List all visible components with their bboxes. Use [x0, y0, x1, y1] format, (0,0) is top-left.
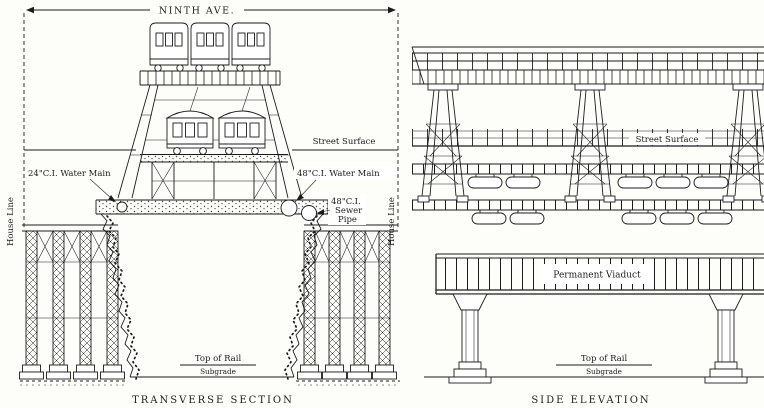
trolley-deck [140, 154, 288, 200]
viaduct-column [448, 293, 492, 384]
lattice-column [322, 230, 347, 380]
house-line-left-label: House Line [6, 197, 16, 246]
suspended-pipe [471, 209, 507, 225]
rail-grade-labels-right: Top of Rail Subgrade [556, 354, 652, 376]
suspended-pipe [655, 173, 691, 189]
water-main-24-pipe [116, 201, 128, 213]
top-of-rail-label-right: Top of Rail [581, 354, 628, 364]
train-car [149, 22, 189, 72]
suspended-pipe [509, 209, 545, 225]
sewer-pipe-label-2: Sewer [335, 206, 363, 216]
lattice-column [46, 230, 71, 380]
trolley-pole [189, 86, 251, 112]
trolley-car [166, 110, 214, 155]
viaduct-column [704, 293, 748, 384]
permanent-viaduct-label: Permanent Viaduct [553, 271, 641, 281]
leader-arrow [108, 195, 116, 202]
elevated-railing [412, 53, 764, 70]
sewer-pipe-label-1: 48"C.I. [331, 197, 361, 207]
transverse-section: NINTH AVE. House Line House Line [6, 6, 400, 406]
suspended-pipe [621, 209, 657, 225]
lattice-column [73, 230, 98, 380]
elevated-train-cars [149, 22, 271, 72]
street-surface-label-left: Street Surface [313, 137, 376, 147]
suspended-pipe [693, 173, 729, 189]
ground-hatching [20, 380, 400, 386]
elevated-track-structure [139, 70, 281, 86]
trolley-car [218, 110, 266, 155]
rail-grade-labels-left: Top of Rail Subgrade [130, 354, 294, 378]
lattice-column [372, 230, 397, 380]
house-line-left: House Line [6, 13, 25, 246]
house-line-right-label: House Line [387, 197, 397, 246]
ninth-ave-dimension: NINTH AVE. [26, 6, 396, 17]
suspended-pipe [467, 173, 503, 189]
suspended-pipe [617, 173, 653, 189]
permanent-viaduct-girder: Permanent Viaduct [435, 253, 764, 295]
sewer-pipe-label-3: Pipe [338, 215, 357, 225]
lattice-column [347, 230, 372, 380]
train-car [190, 22, 230, 72]
street-trolley-cars [166, 86, 266, 155]
street-surface-side: Street Surface [629, 133, 705, 145]
street-surface-transverse: Street Surface [24, 137, 398, 151]
leader-arrow [317, 209, 324, 215]
suspended-pipe [505, 173, 541, 189]
subgrade-label-right: Subgrade [586, 367, 622, 376]
lattice-column [19, 230, 44, 380]
left-underpinning-bents [19, 224, 125, 380]
elevated-deck [411, 46, 764, 85]
right-underpinning-bents [297, 224, 398, 380]
street-fence [412, 129, 764, 147]
leader-arrow [296, 194, 304, 201]
train-car [231, 22, 271, 72]
house-line-right: House Line [387, 13, 399, 246]
suspended-pipe [659, 209, 695, 225]
side-elevation-caption: SIDE ELEVATION [531, 395, 650, 406]
dimension-arrow-left [26, 6, 34, 14]
suspended-pipe [697, 209, 733, 225]
subgrade-label-left: Subgrade [200, 367, 236, 376]
top-of-rail-label-left: Top of Rail [195, 354, 242, 364]
street-name-label: NINTH AVE. [159, 6, 235, 17]
sewer-pipe-48 [301, 205, 317, 221]
water-main-24-label: 24"C.I. Water Main [28, 169, 111, 179]
street-deck [95, 199, 329, 215]
utility-labels: 24"C.I. Water Main 48"C.I. Water Main 48… [28, 167, 396, 225]
utility-gallery-upper [412, 163, 764, 189]
side-elevation: Street Surface Permanent Viaduct Top of … [411, 46, 764, 406]
dimension-arrow-right [388, 6, 396, 14]
water-main-48-label: 48"C.I. Water Main [297, 169, 380, 179]
utility-pipes [116, 199, 317, 221]
utility-gallery-lower [412, 199, 764, 225]
street-surface-label-right: Street Surface [636, 135, 699, 145]
lattice-column [297, 230, 322, 380]
transverse-section-caption: TRANSVERSE SECTION [132, 395, 294, 406]
water-main-48-pipe [280, 199, 298, 217]
